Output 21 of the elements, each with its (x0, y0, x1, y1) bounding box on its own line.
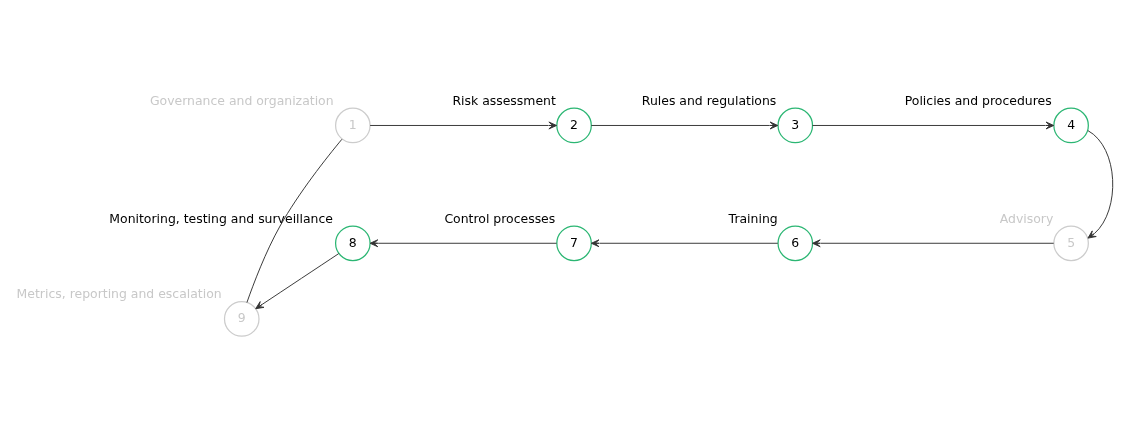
arrow (812, 121, 1055, 129)
node-circle: 4 (1053, 107, 1089, 143)
node-circle: 3 (777, 107, 814, 143)
node-circle: 6 (777, 224, 814, 261)
node-label: Monitoring, testing and surveillance (109, 210, 334, 226)
node-circle: 8 (334, 224, 371, 261)
arrow (812, 238, 1055, 247)
node-label: Policies and procedures (904, 92, 1052, 108)
arrow (1087, 129, 1114, 239)
arrow (590, 121, 779, 129)
node-label: Rules and regulations (641, 92, 777, 108)
node-label: Control processes (444, 210, 556, 226)
node-label: Training (728, 210, 778, 226)
arrow (369, 238, 557, 247)
arrow (590, 238, 779, 247)
arrow (255, 252, 340, 309)
arrow (369, 121, 557, 129)
node-label: Risk assessment (452, 92, 556, 108)
node-circle: 7 (556, 224, 592, 261)
connector (246, 138, 343, 303)
node-circle: 2 (556, 107, 592, 143)
